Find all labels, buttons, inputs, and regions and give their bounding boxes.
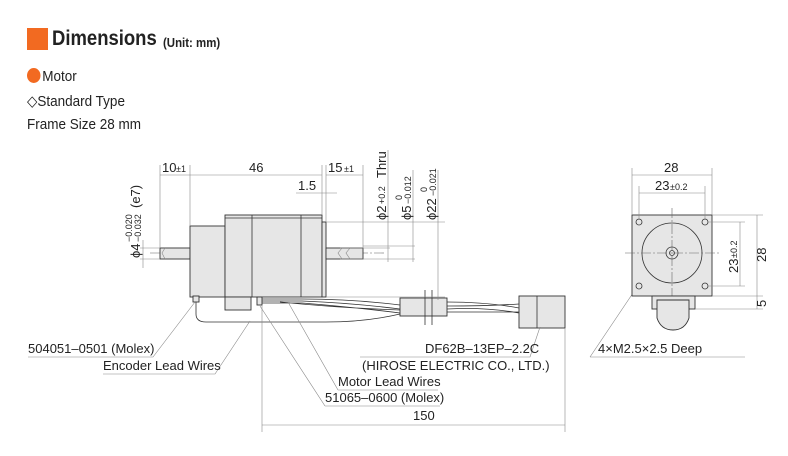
dim-15: 15 — [328, 160, 342, 175]
shaft-left-dia: ϕ4 — [128, 243, 143, 258]
hole-suffix: Thru — [374, 151, 389, 178]
hole-dim: ϕ2 +0.2 Thru — [374, 151, 389, 220]
frame-size-label: Frame Size 28 mm — [27, 116, 142, 133]
section-header: Dimensions (Unit: mm) — [27, 28, 228, 50]
shaft-right-tol-lower: −0.012 — [403, 176, 413, 204]
shaft-left-tol-upper: −0.020 — [124, 214, 134, 242]
pilot-tol-lower: −0.021 — [428, 168, 438, 196]
encoder-connector-label: 504051–0501 (Molex) — [28, 341, 154, 356]
front-view: 28 23 ±0.2 23±0.2 28 5 4×M2.5×2.5 Deep — [598, 160, 769, 356]
pilot-tol-upper: 0 — [419, 187, 429, 192]
right-shaft — [325, 247, 364, 260]
shaft-left-tol-lower: −0.032 — [133, 214, 143, 242]
shaft-right-dia: ϕ5 — [399, 205, 414, 220]
dim-23-top: 23 — [655, 178, 669, 193]
pilot-dia: ϕ22 — [424, 198, 439, 220]
inline-connector — [399, 297, 448, 317]
dim-10-tol: ±1 — [176, 164, 186, 174]
motor-wires-label: Motor Lead Wires — [338, 374, 441, 389]
shaft-right-tol-upper: 0 — [394, 195, 404, 200]
type-label: ◇Standard Type — [27, 93, 125, 110]
mount-hole — [635, 282, 643, 290]
holes-label: 4×M2.5×2.5 Deep — [598, 341, 702, 356]
dim-150: 150 — [413, 408, 435, 423]
main-connector — [518, 295, 566, 329]
motor-connector-label: 51065–0600 (Molex) — [325, 390, 444, 405]
dim-23-side-tol: ±0.2 — [729, 241, 739, 258]
pilot-flange — [321, 221, 327, 298]
motor-label: Motor — [42, 68, 77, 85]
hole-dia: ϕ2 — [374, 205, 389, 220]
dim-1-5: 1.5 — [298, 178, 316, 193]
front-connector — [656, 299, 690, 331]
hole-tol: +0.2 — [377, 186, 387, 204]
motor-heading: Motor — [27, 68, 77, 85]
motor-connector-block — [224, 296, 252, 311]
encoder-housing — [189, 225, 226, 298]
motor-body — [224, 214, 323, 298]
dim-46: 46 — [249, 160, 263, 175]
dim-28-side: 28 — [754, 248, 769, 262]
motor-connector-pin — [256, 296, 263, 306]
dim-23-top-tol: ±0.2 — [670, 182, 687, 192]
shaft-left-fit: (e7) — [128, 185, 143, 208]
dim-23-side: 23 — [726, 259, 741, 273]
dim-15-tol: ±1 — [344, 164, 354, 174]
shaft-left-dim: ϕ4 −0.020 −0.032 (e7) — [124, 185, 143, 258]
encoder-wires-label: Encoder Lead Wires — [103, 358, 221, 373]
encoder-connector-block — [192, 295, 200, 303]
shaft-right-dim: ϕ5 0 −0.012 — [394, 176, 414, 220]
orange-dot-icon — [27, 68, 41, 83]
page-title: Dimensions — [52, 27, 157, 50]
unit-label: (Unit: mm) — [163, 35, 221, 50]
main-connector-label: DF62B–13EP–2.2C — [425, 341, 539, 356]
dim-5: 5 — [754, 300, 769, 307]
main-connector-maker: (HIROSE ELECTRIC CO., LTD.) — [362, 358, 550, 373]
orange-square-icon — [27, 28, 48, 50]
side-view: 10 ±1 46 15 ±1 1.5 150 ϕ4 −0.020 −0.032 … — [124, 150, 566, 432]
dim-28-top: 28 — [664, 160, 678, 175]
pilot-dim: ϕ22 0 −0.021 — [419, 168, 439, 220]
dim-10: 10 — [162, 160, 176, 175]
